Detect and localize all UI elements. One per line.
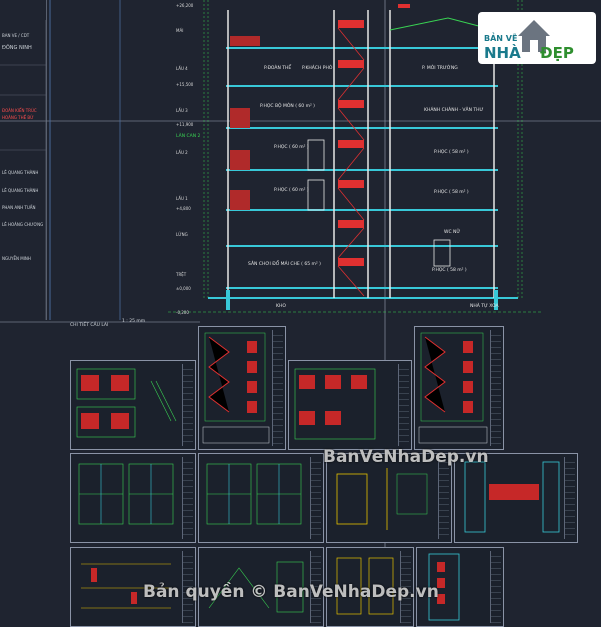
sheet-drawing	[206, 463, 302, 525]
drawing-sheet[interactable]	[288, 360, 412, 450]
title-block-row: LÊ HOÀNG CHƯƠNG	[2, 222, 44, 227]
level-label: MÁI	[176, 28, 184, 33]
drawing-sheet[interactable]	[70, 360, 196, 450]
sheet-drawing	[78, 463, 174, 525]
sheet-title-block	[272, 330, 283, 446]
sheet-drawing	[202, 332, 270, 444]
logo-text-accent: ĐẸP	[540, 44, 574, 62]
room-label: P.HỌC ( 58 m² )	[432, 268, 467, 273]
level-label: LỬNG	[176, 232, 188, 237]
room-label: P. MÔI TRƯỜNG	[422, 66, 458, 71]
room-label: P.HỌC ( 58 m² )	[434, 190, 469, 195]
level-label: LẦU 3	[176, 108, 188, 113]
sheet-title-block	[310, 457, 321, 539]
room-label: WC NỮ	[444, 230, 461, 235]
title-block-row: LÊ QUANG THÀNH	[2, 188, 39, 193]
sheet-drawing	[294, 368, 376, 440]
room-label: P.HỌC ( 60 m² )	[274, 145, 309, 150]
sheet-drawing	[81, 563, 171, 609]
drawing-sheet[interactable]	[70, 453, 196, 543]
title-block-row: ĐÔNG NINH	[2, 45, 32, 51]
title-block-row: PHAN ANH TUẤN	[2, 205, 36, 210]
drawing-sheet[interactable]	[326, 547, 414, 627]
drawing-sheet[interactable]	[326, 453, 452, 543]
sheet-title-block	[182, 364, 193, 446]
sheet-drawing	[76, 368, 177, 438]
sheet-drawing	[428, 553, 460, 621]
room-label: P.HỌC ( 60 m² )	[274, 188, 309, 193]
level-label: LẦU 2	[176, 150, 188, 155]
title-block-row: HOÀNG THẾ BỬ	[2, 115, 34, 120]
sheet-title-block	[490, 330, 501, 446]
room-label: KHÁNH CHÁNH - VĂN THƯ	[424, 108, 484, 113]
room-label: NHÀ TỰ XOA	[470, 304, 499, 309]
scale-caption: CHI TIẾT CẦU LAI	[70, 323, 109, 328]
sheet-title-block	[398, 364, 409, 446]
title-block-row: LÊ QUANG THÀNH	[2, 170, 39, 175]
sheet-title-block	[182, 457, 193, 539]
building-section-drawing[interactable]: +26,200 MÁI LẦU 4 +15,500 LẦU 3 +11,900 …	[168, 0, 543, 318]
level-label: ±0,000	[176, 286, 191, 291]
level-label: LẦU 4	[176, 66, 188, 71]
drawing-sheet[interactable]	[198, 453, 324, 543]
level-label: +15,500	[176, 82, 194, 87]
sheet-drawing	[336, 557, 394, 615]
sheet-title-block	[400, 551, 411, 623]
side-label: LÀN CAN 2	[176, 134, 201, 139]
watermark-text: BanVeNhaDep.vn	[323, 447, 489, 467]
title-block-row: BAN VE / CDT	[2, 33, 30, 38]
room-label: SÂN CHƠI ĐỔ MÁI CHE ( 65 m² )	[248, 262, 321, 267]
section-linework	[168, 0, 543, 313]
level-label: +11,900	[176, 122, 194, 127]
sheet-title-block	[564, 457, 575, 539]
level-label: LẦU 1	[176, 196, 188, 201]
level-label: +26,200	[176, 3, 194, 8]
drawing-sheet[interactable]	[454, 453, 578, 543]
scale-value: 1 : 25 mm	[122, 319, 146, 324]
drawing-sheet[interactable]	[414, 326, 504, 450]
room-label: P.KHÁCH PHÒ	[302, 66, 333, 71]
sheet-title-block	[490, 551, 501, 623]
sheet-drawing	[336, 468, 428, 530]
sheet-drawing	[464, 461, 560, 533]
drawing-title-block: BAN VE / CDT ĐÔNG NINH ĐOÀN KIẾN TRÚC HO…	[0, 0, 47, 320]
title-block-row: ĐOÀN KIẾN TRÚC	[2, 108, 37, 113]
title-block-row: NGUYỄN MINH	[2, 256, 31, 261]
drawing-sheet[interactable]	[198, 326, 286, 450]
room-label: P.HỌC ( 58 m² )	[434, 150, 469, 155]
sheet-title-block	[438, 457, 449, 539]
drawing-sheet[interactable]	[198, 547, 324, 627]
site-logo[interactable]: BẢN VẼ NHÀ ĐẸP	[478, 12, 596, 64]
logo-text-top: BẢN VẼ	[484, 34, 518, 43]
room-label: P.HỌC BỘ MÔN ( 60 m² )	[260, 104, 315, 109]
sheet-drawing	[208, 561, 304, 613]
level-label: TRỆT	[176, 272, 187, 277]
room-label: KHO	[276, 304, 286, 309]
watermark-copyright: Bản quyền © BanVeNhaDep.vn	[143, 582, 439, 602]
house-icon	[518, 20, 550, 52]
sheet-drawing	[418, 332, 488, 444]
level-label: -0,200	[176, 310, 189, 315]
sheet-title-block	[310, 551, 321, 623]
level-label: +4,800	[176, 206, 191, 211]
room-label: P.ĐOÀN THỂ	[264, 66, 292, 71]
logo-text-main: NHÀ	[484, 44, 521, 62]
sheet-title-block	[182, 551, 193, 623]
